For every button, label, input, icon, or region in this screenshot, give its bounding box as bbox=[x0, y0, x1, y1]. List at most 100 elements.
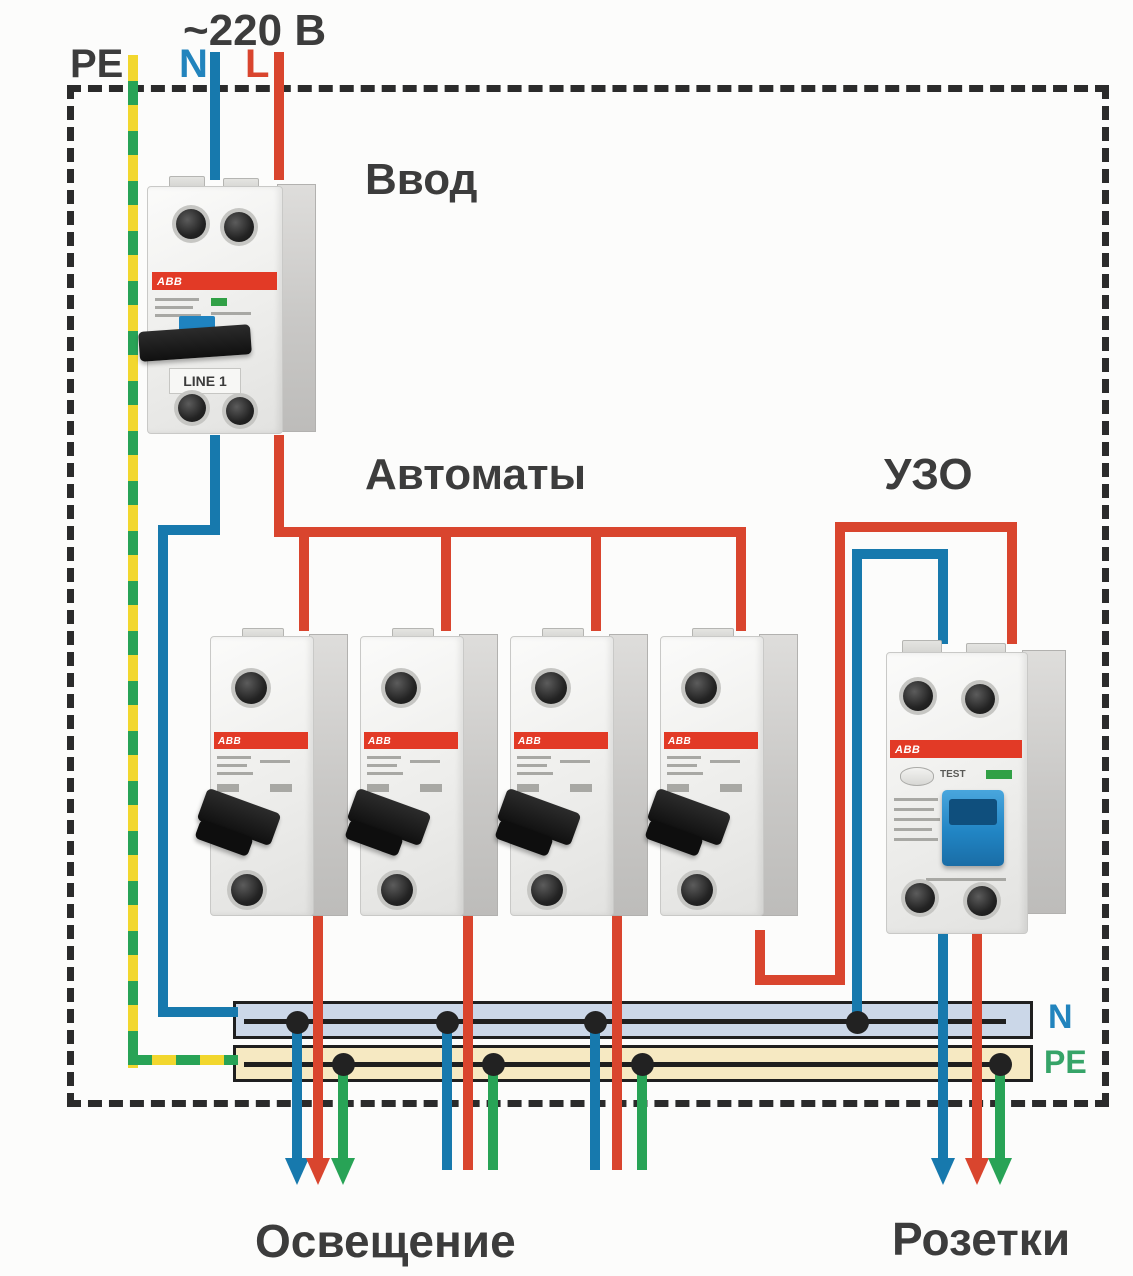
breaker-side bbox=[609, 634, 648, 916]
print-line bbox=[894, 828, 932, 831]
terminal-screw bbox=[226, 397, 254, 425]
junction-dot-pe-2 bbox=[482, 1053, 505, 1076]
print-line bbox=[367, 784, 389, 792]
breaker-side bbox=[459, 634, 498, 916]
terminal-screw bbox=[224, 212, 254, 242]
junction-dot-pe-rcd bbox=[989, 1053, 1012, 1076]
junction-dot-pe-1 bbox=[332, 1053, 355, 1076]
print-line bbox=[894, 838, 938, 841]
print-line bbox=[667, 772, 703, 775]
breaker-side bbox=[759, 634, 798, 916]
print-line bbox=[667, 756, 701, 759]
brand-logo: ABB bbox=[368, 736, 392, 747]
print-line bbox=[420, 784, 442, 792]
print-line bbox=[570, 784, 592, 792]
print-line bbox=[260, 760, 290, 763]
wire-l-circuit-1 bbox=[313, 915, 323, 1162]
status-indicator bbox=[211, 298, 227, 306]
rcd-device: ABB TEST bbox=[886, 640, 1066, 934]
voltage-label: ~220 В bbox=[183, 6, 327, 55]
main-breaker-label: Ввод bbox=[365, 155, 478, 204]
wire-n-elbow bbox=[158, 525, 220, 535]
wire-l-breaker4-horiz bbox=[755, 975, 845, 985]
neutral-label: N bbox=[179, 42, 208, 86]
wire-l-drop-1 bbox=[299, 535, 309, 631]
print-line bbox=[894, 818, 940, 821]
wire-pe-circuit-2 bbox=[488, 1064, 498, 1170]
print-line bbox=[367, 764, 397, 767]
print-line bbox=[367, 756, 401, 759]
wire-pe-sockets bbox=[995, 1064, 1005, 1162]
terminal-screw bbox=[967, 886, 997, 916]
terminal-screw bbox=[905, 883, 935, 913]
brand-logo: ABB bbox=[518, 736, 542, 747]
wire-l-circuit-3 bbox=[612, 915, 622, 1170]
wire-l-rcd-riser bbox=[835, 522, 845, 985]
wire-n-rcd-riser bbox=[852, 549, 862, 1027]
arrow-l-sockets bbox=[965, 1158, 989, 1185]
wire-n-circuit-1 bbox=[292, 1022, 302, 1162]
breaker-brand-band: ABB bbox=[364, 732, 458, 749]
print-line bbox=[894, 808, 934, 811]
main-breaker-brand-band: ABB bbox=[152, 272, 277, 290]
line-label: L bbox=[245, 42, 270, 86]
wire-pe-to-bus bbox=[128, 1055, 238, 1065]
wire-n-main-out bbox=[210, 435, 220, 535]
neutral-bus-rail bbox=[244, 1019, 1006, 1024]
breaker-brand-band: ABB bbox=[214, 732, 308, 749]
wire-l-sockets bbox=[972, 926, 982, 1162]
terminal-screw bbox=[531, 874, 563, 906]
junction-dot-n-rcd bbox=[846, 1011, 869, 1034]
print-line bbox=[217, 772, 253, 775]
print-line bbox=[270, 784, 292, 792]
terminal-screw bbox=[385, 672, 417, 704]
wire-l-drop-2 bbox=[441, 535, 451, 631]
print-line bbox=[155, 314, 201, 317]
wire-l-drop-4 bbox=[736, 527, 746, 631]
main-breaker-line-plate: LINE 1 bbox=[169, 368, 241, 394]
pe-bus-rail bbox=[244, 1062, 1006, 1067]
wire-l-rcd-in bbox=[1007, 522, 1017, 644]
wire-l-breaker4-stub bbox=[755, 930, 765, 985]
terminal-screw bbox=[178, 394, 206, 422]
breaker-device-1: ABB bbox=[194, 628, 348, 922]
main-breaker-device: ABB LINE 1 bbox=[138, 176, 316, 438]
print-line bbox=[517, 764, 547, 767]
rcd-status-indicator bbox=[986, 770, 1012, 779]
terminal-screw bbox=[965, 684, 995, 714]
terminal-screw bbox=[535, 672, 567, 704]
brand-logo: ABB bbox=[157, 276, 183, 288]
breaker-device-2: ABB bbox=[344, 628, 498, 922]
sockets-label: Розетки bbox=[892, 1213, 1071, 1265]
breaker-side bbox=[309, 634, 348, 916]
rcd-toggle bbox=[942, 790, 1004, 866]
bus-n-label: N bbox=[1048, 998, 1073, 1036]
arrow-n-sockets bbox=[931, 1158, 955, 1185]
wire-n-circuit-3 bbox=[590, 1022, 600, 1170]
breaker-device-3: ABB bbox=[494, 628, 648, 922]
pe-bus bbox=[233, 1045, 1033, 1082]
print-line bbox=[926, 878, 1006, 881]
print-line bbox=[211, 312, 251, 315]
print-line bbox=[894, 798, 938, 801]
wire-l-drop-3 bbox=[591, 535, 601, 631]
print-line bbox=[517, 772, 553, 775]
brand-logo: ABB bbox=[218, 736, 242, 747]
terminal-screw bbox=[235, 672, 267, 704]
wire-n-incoming bbox=[210, 52, 220, 180]
print-line bbox=[667, 784, 689, 792]
wire-l-distribution bbox=[274, 527, 746, 537]
neutral-bus bbox=[233, 1001, 1033, 1039]
print-line bbox=[217, 784, 239, 792]
print-line bbox=[367, 772, 403, 775]
junction-dot-n-3 bbox=[584, 1011, 607, 1034]
breaker-brand-band: ABB bbox=[664, 732, 758, 749]
print-line bbox=[155, 306, 193, 309]
wire-l-rcd-arch bbox=[835, 522, 1017, 532]
rcd-test-label: TEST bbox=[940, 769, 966, 780]
breaker-brand-band: ABB bbox=[514, 732, 608, 749]
junction-dot-pe-3 bbox=[631, 1053, 654, 1076]
rcd-brand-band: ABB bbox=[890, 740, 1022, 758]
main-breaker-marking: LINE 1 bbox=[183, 373, 227, 389]
rcd-label: УЗО bbox=[884, 450, 973, 499]
